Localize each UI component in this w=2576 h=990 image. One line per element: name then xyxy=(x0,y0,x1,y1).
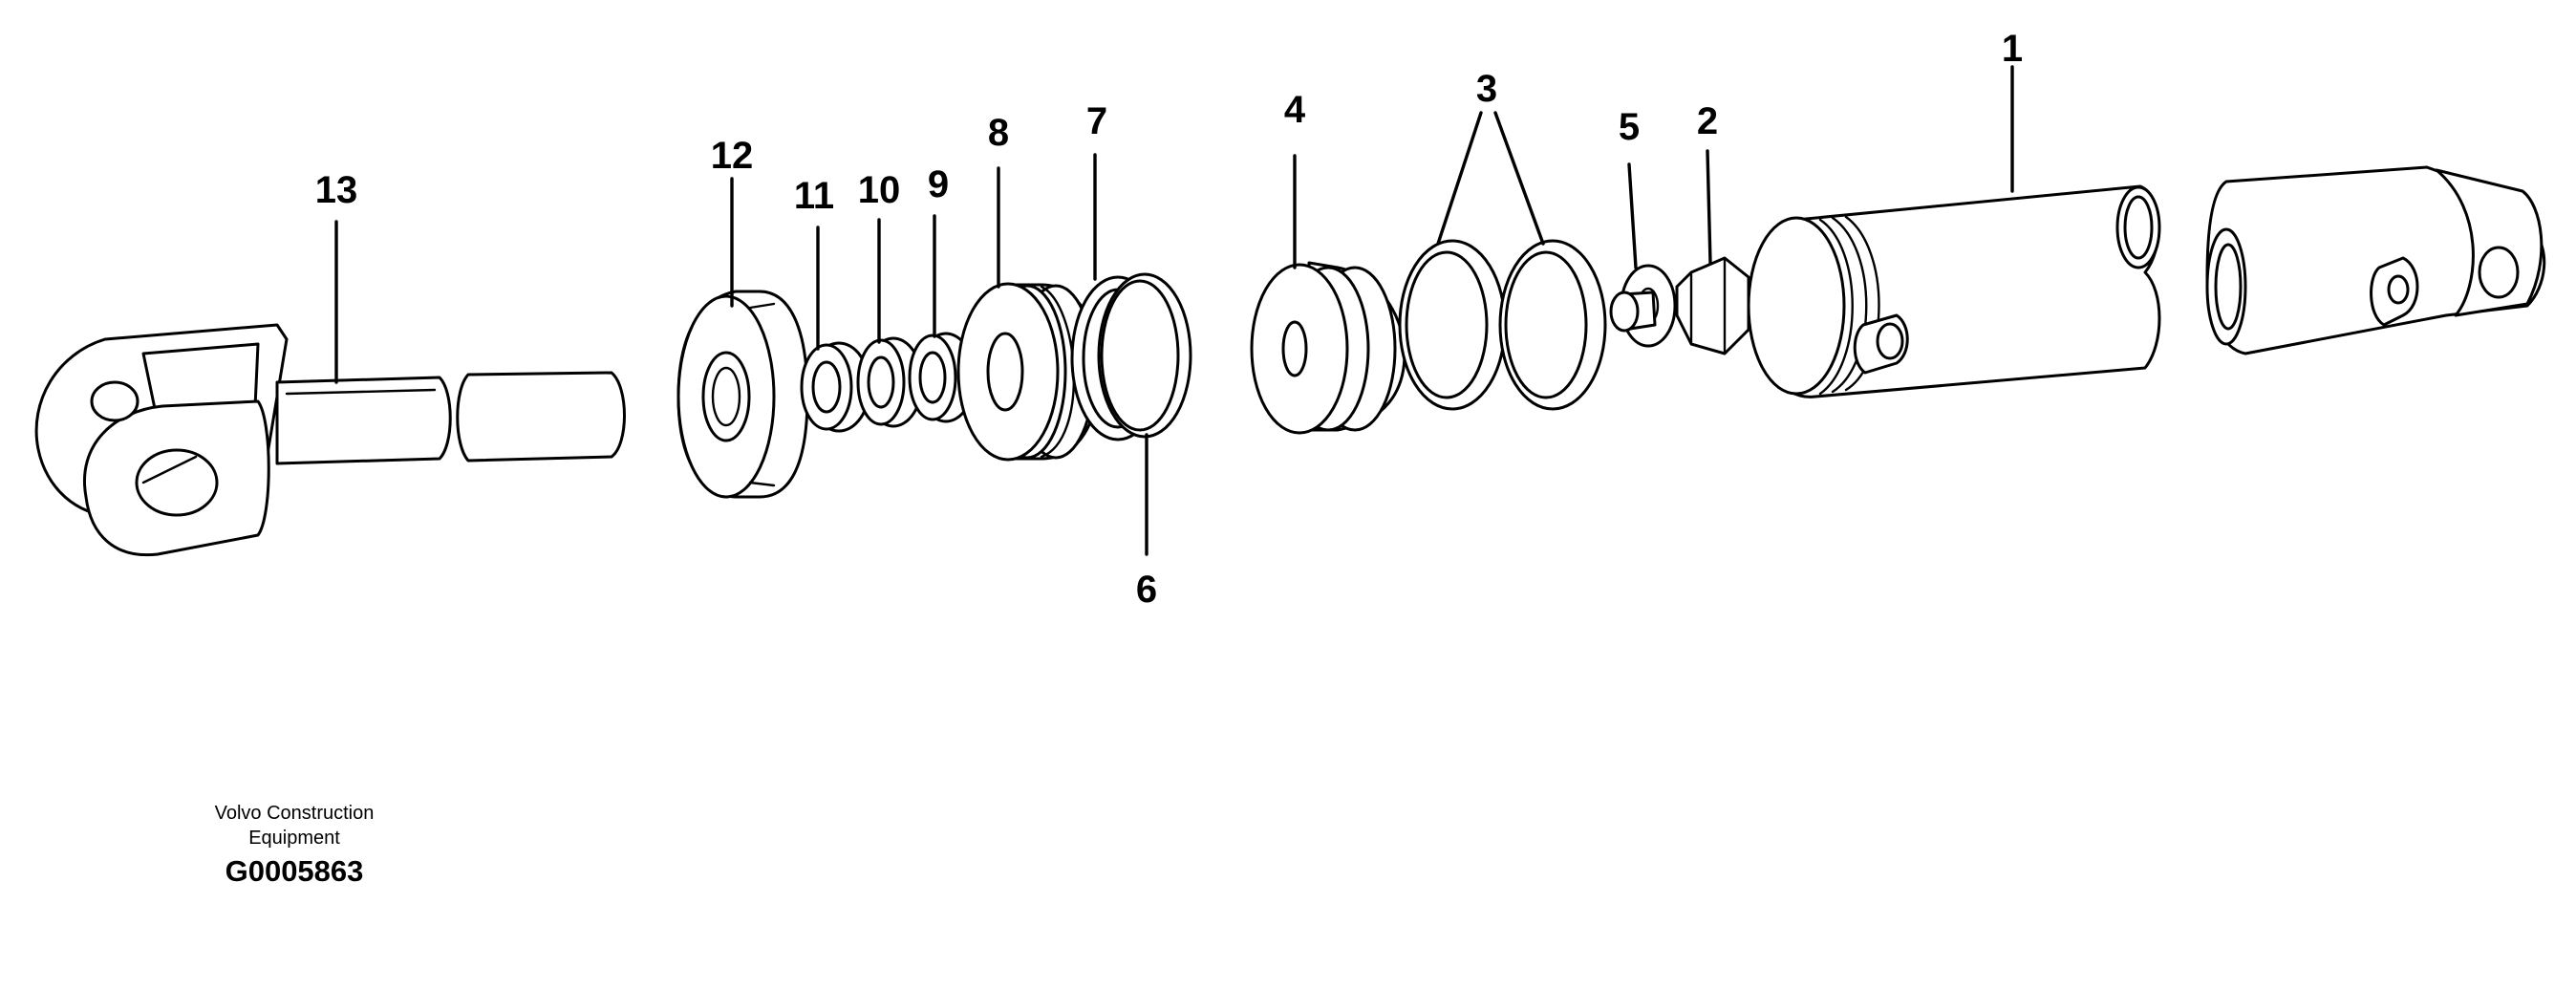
callout-6: 6 xyxy=(1136,569,1157,611)
part-12-gland-nut xyxy=(676,290,809,499)
callout-9: 9 xyxy=(928,163,949,205)
cylinder-rear-end xyxy=(2205,165,2546,355)
part-1-cylinder-tube xyxy=(1747,184,2161,398)
callout-11: 11 xyxy=(794,175,834,217)
part-6-o-ring xyxy=(1097,272,1192,439)
callout-labels: 1 2 3 4 5 6 7 8 9 10 11 12 13 xyxy=(315,28,2023,611)
callout-12: 12 xyxy=(711,135,754,177)
part-4-piston-head xyxy=(1250,261,1406,435)
part-8-piston xyxy=(956,282,1101,462)
callout-5: 5 xyxy=(1619,106,1640,148)
part-13-piston-rod xyxy=(34,323,626,557)
drawing-id: G0005863 xyxy=(225,854,364,888)
callout-13: 13 xyxy=(315,169,358,211)
part-2-nut xyxy=(1675,256,1750,355)
caption-line-1: Volvo Construction xyxy=(215,803,375,824)
caption-line-2: Equipment xyxy=(248,828,340,849)
callout-3: 3 xyxy=(1476,68,1497,110)
part-10-ring xyxy=(856,336,924,428)
part-5-washer xyxy=(1609,264,1677,348)
callout-8: 8 xyxy=(988,112,1009,154)
callout-4: 4 xyxy=(1284,89,1306,131)
part-3-seal-rings xyxy=(1398,239,1607,411)
callout-1: 1 xyxy=(2002,28,2023,70)
callout-10: 10 xyxy=(858,169,901,211)
part-11-ring xyxy=(800,341,871,433)
callout-7: 7 xyxy=(1086,100,1107,142)
leader-lines xyxy=(334,65,2014,556)
caption: Volvo Construction Equipment G0005863 xyxy=(215,803,375,888)
callout-2: 2 xyxy=(1697,100,1718,142)
